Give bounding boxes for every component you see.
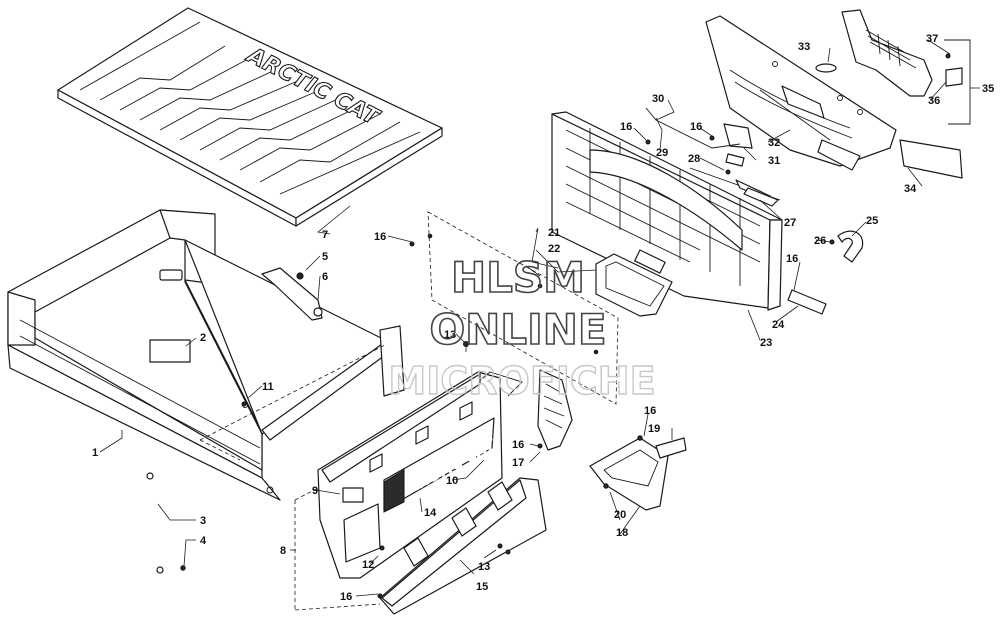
callout-labels: 1 2 3 4 5 6 7 8 9 10 11 12 13 13 14 15 1… [92,33,994,603]
callout-13-lower: 13 [478,561,490,573]
tailgate-outer: ARCTIC CAT [294,371,523,611]
callout-4: 4 [200,535,207,547]
callout-3: 3 [200,515,206,527]
watermark: HLSM ONLINE MICROFICHE [388,252,657,404]
callout-29: 29 [656,147,668,159]
callout-30: 30 [652,93,664,105]
callout-5: 5 [322,251,328,263]
callout-21: 21 [548,227,560,239]
latch-assembly [261,267,323,321]
callout-25: 25 [866,215,878,227]
callout-16-a: 16 [374,231,386,243]
callout-6: 6 [322,271,328,283]
callout-28: 28 [688,153,700,165]
tailgate-decal [342,487,364,503]
callout-16-b: 16 [340,591,352,603]
callout-13-upper: 13 [444,329,456,341]
callout-20: 20 [614,509,626,521]
inner-plate [427,211,619,405]
striker-assembly [589,435,687,511]
callout-22: 22 [548,243,560,255]
leader-lines [99,39,980,597]
callout-15: 15 [476,581,488,593]
tailgate-hinge [537,369,573,451]
callout-24: 24 [772,319,785,331]
callout-34: 34 [904,183,917,195]
callout-32: 32 [768,137,780,149]
callout-2: 2 [200,332,206,344]
handle-cover [815,63,837,73]
tailgate-inner-frame [551,111,783,311]
callout-11: 11 [262,381,274,393]
callout-35: 35 [982,83,994,95]
callout-23: 23 [760,337,772,349]
callout-27: 27 [784,217,796,229]
warning-decal [149,339,191,363]
latch-31 [723,123,753,175]
hardware-fasteners [241,241,543,551]
callout-14: 14 [424,507,437,519]
strap [787,289,827,315]
callout-1: 1 [92,447,98,459]
callout-16-e: 16 [786,253,798,265]
callout-17: 17 [512,457,524,469]
upper-trim-panel [705,15,897,171]
callout-19: 19 [648,423,660,435]
watermark-line-3: MICROFICHE [388,359,655,403]
callout-9: 9 [312,485,318,497]
gasket-22 [595,253,673,317]
callout-18: 18 [616,527,628,539]
callout-8: 8 [280,545,286,557]
watermark-line-1: HLSM [451,253,585,302]
callout-10: 10 [446,475,458,487]
callout-26: 26 [814,235,826,247]
bed-liner-mat: ARCTIC CAT [57,7,443,227]
tailgate-handle [841,9,963,97]
callout-16-f: 16 [620,121,632,133]
callout-37: 37 [926,33,938,45]
gas-strut [146,472,186,574]
watermark-line-2: ONLINE [429,305,606,354]
callout-16-g: 16 [690,121,702,133]
callout-33: 33 [798,41,810,53]
callout-16-c: 16 [512,439,524,451]
callout-36: 36 [928,95,940,107]
callout-31: 31 [768,155,780,167]
latch-bracket [159,269,183,281]
callout-16-d: 16 [644,405,656,417]
tailgate-lower-trim [377,477,547,615]
callout-12: 12 [362,559,374,571]
release-rod [689,167,781,207]
cargo-box [7,209,405,501]
callout-7: 7 [322,229,328,241]
